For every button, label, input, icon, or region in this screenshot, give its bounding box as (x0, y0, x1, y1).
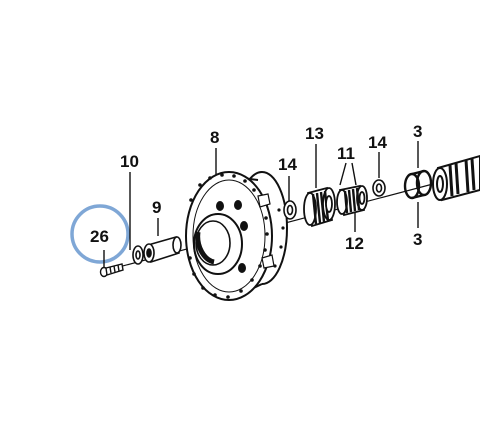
leader-lines (103, 141, 419, 272)
hub-part-8 (185, 171, 288, 301)
washer-part-10 (132, 245, 144, 265)
washer-part-14-left (283, 200, 297, 220)
callout-3-bottom: 3 (413, 230, 422, 249)
callout-13: 13 (305, 124, 324, 143)
callout-14-left: 14 (278, 155, 297, 174)
screw-part-26 (99, 263, 124, 278)
callout-11: 11 (337, 144, 355, 163)
needle-bearing-part-11-12 (336, 184, 368, 217)
callout-8: 8 (210, 128, 219, 147)
highlight-ring (70, 204, 130, 264)
bearing-part-13 (303, 186, 336, 228)
seal-ring-part-3 (403, 169, 433, 200)
axle-shaft (432, 154, 480, 202)
callout-9: 9 (152, 198, 161, 217)
sleeve-part-9 (143, 235, 182, 264)
callout-14-right: 14 (368, 133, 387, 152)
callout-12: 12 (345, 234, 364, 253)
washer-part-14-right (372, 179, 386, 197)
callout-26: 26 (90, 227, 109, 246)
callout-10: 10 (120, 152, 139, 171)
callout-3-top: 3 (413, 122, 422, 141)
